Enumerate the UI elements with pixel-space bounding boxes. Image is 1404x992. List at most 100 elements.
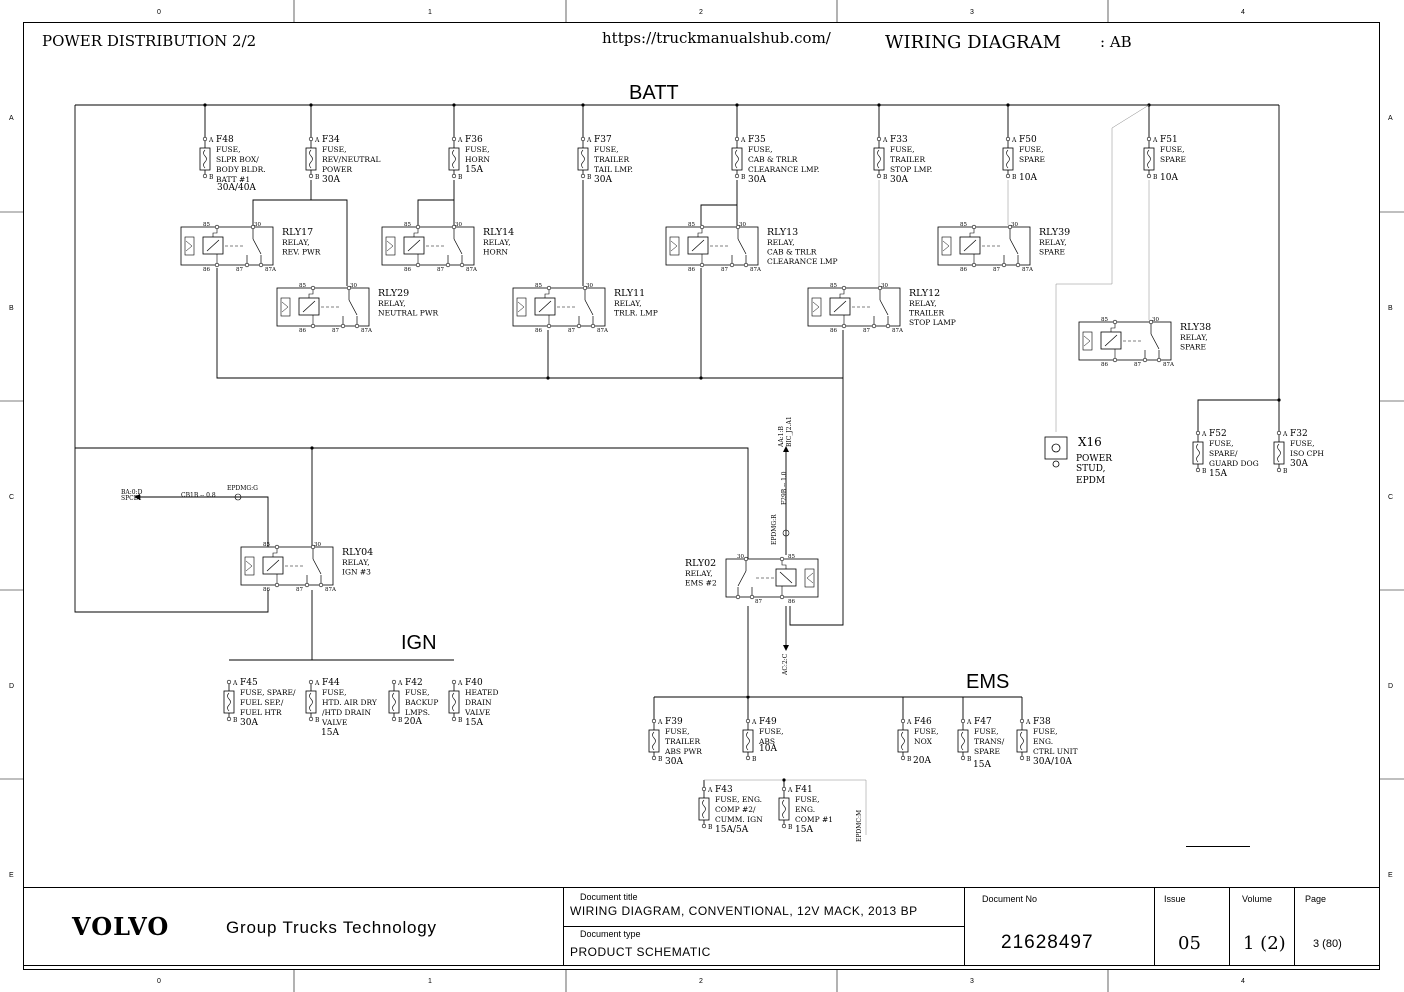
relay-description: EMS #2 — [685, 579, 717, 588]
relay-description: RELAY, — [1180, 333, 1208, 342]
fuse-description: TRAILER — [665, 737, 700, 746]
power-stud-line: EPDM — [1076, 476, 1105, 486]
relay-pin-label: 30 — [586, 283, 593, 289]
fuse-rating: 30A — [748, 175, 766, 185]
fuse-rating: 30A/10A — [1033, 757, 1072, 767]
relay-pin-label: 86 — [688, 267, 695, 273]
relay-id: RLY02 — [685, 558, 716, 569]
grid-column-label: 3 — [970, 978, 974, 985]
fuse-description: FUSE, — [974, 727, 999, 736]
grid-column-label: 2 — [699, 978, 703, 985]
relay-pin-label: 85 — [688, 222, 695, 228]
grid-column-label: 1 — [428, 9, 432, 16]
fuse-pin-label: B — [752, 756, 757, 763]
relay-pin-label: 87A — [750, 267, 762, 273]
grid-column-label: 1 — [428, 978, 432, 985]
fuse-pin-label: B — [587, 174, 592, 181]
relay-id: RLY11 — [614, 288, 645, 299]
source-url: https://truckmanualshub.com/ — [602, 29, 832, 47]
connector-label: EPDMG:G — [227, 485, 258, 492]
fuse-description: FUSE, — [216, 145, 241, 154]
grid-column-label: 2 — [699, 9, 703, 16]
fuse-description: FUSE, — [890, 145, 915, 154]
fuse-id: F44 — [322, 678, 340, 688]
fuse-description: ABS — [758, 737, 775, 746]
fuse-pin-label: A — [657, 719, 663, 726]
fuse-description: FUSE, — [748, 145, 773, 154]
fuse-id: F34 — [322, 135, 340, 145]
fuse-id: F41 — [795, 785, 813, 795]
ems-bus-label: EMS — [966, 671, 1009, 693]
relay-pin-label: 85 — [788, 554, 795, 560]
grid-row-label: B — [1388, 305, 1393, 312]
fuse-description: SPARE — [1019, 155, 1045, 164]
fuse-pin-label: B — [1202, 468, 1207, 475]
volume-value: 1 (2) — [1243, 933, 1286, 954]
title-block — [23, 846, 1380, 966]
fuse-description: TRAILER — [594, 155, 629, 164]
fuse-pin-label: A — [1201, 431, 1207, 438]
relay-pin-label: 87 — [332, 328, 339, 334]
grid-column-label: 3 — [970, 9, 974, 16]
fuse-id: F35 — [748, 135, 766, 145]
fuse-description: ENG. — [1033, 737, 1053, 746]
fuse-description: FUSE, — [322, 688, 347, 697]
relay-description: STOP LAMP — [909, 318, 956, 327]
relay-pin-label: 86 — [263, 587, 270, 593]
relay-pin-label: 30 — [1152, 317, 1159, 323]
grid-column-label: 4 — [1241, 9, 1245, 16]
grid-row-label: C — [9, 494, 14, 501]
fuse-description: SPARE/ — [1209, 449, 1238, 458]
division-name: Group Trucks Technology — [226, 918, 437, 937]
fuse-description: LMPS. — [405, 708, 430, 717]
relay-pin-label: 86 — [1101, 362, 1108, 368]
fuse-rating: 20A — [404, 717, 422, 727]
fuse-rating: 30A/40A — [217, 183, 256, 193]
connector-label: AC:2:C — [782, 653, 789, 676]
fuse-description: TRANS/ — [974, 737, 1005, 746]
fuse-pin-label: A — [1025, 719, 1031, 726]
relay-description: CLEARANCE LMP — [767, 257, 838, 266]
relay-pin-label: 87A — [466, 267, 478, 273]
fuse-pin-label: A — [457, 137, 463, 144]
fuse-pin-label: A — [1282, 431, 1288, 438]
relay-id: RLY04 — [342, 547, 373, 558]
fuse-description: HORN — [465, 155, 490, 164]
fuse-description: CAB & TRLR — [748, 155, 798, 164]
fuse-rating: 30A — [594, 175, 612, 185]
fuse-description: BACKUP — [405, 698, 438, 707]
connector-label: EPDMG:R — [771, 514, 778, 545]
power-stud-x16: X16 POWER STUD, EPDM — [1044, 435, 1112, 486]
fuse-id: F50 — [1019, 135, 1037, 145]
relay-pin-label: 86 — [299, 328, 306, 334]
relay-description: CAB & TRLR — [767, 248, 817, 257]
relay-pin-label: 87 — [863, 328, 870, 334]
fuse-description: POWER — [322, 165, 352, 174]
fuse-description: FUSE, — [795, 795, 820, 804]
diagram-code: : AB — [1100, 33, 1132, 51]
grid-column-label: 0 — [157, 9, 161, 16]
relay-pin-label: 85 — [404, 222, 411, 228]
relay-pin-label: 86 — [788, 599, 795, 605]
fuse-description: FUEL HTR — [240, 708, 282, 717]
fuse-description: SLPR BOX/ — [216, 155, 259, 164]
relay-pin-label: 85 — [263, 542, 270, 548]
fuse-pin-label: B — [883, 174, 888, 181]
relay-description: RELAY, — [1039, 238, 1067, 247]
fuse-id: F36 — [465, 135, 483, 145]
doc-title-label: Document title — [580, 892, 638, 902]
fuse-description: SPARE — [974, 747, 1000, 756]
